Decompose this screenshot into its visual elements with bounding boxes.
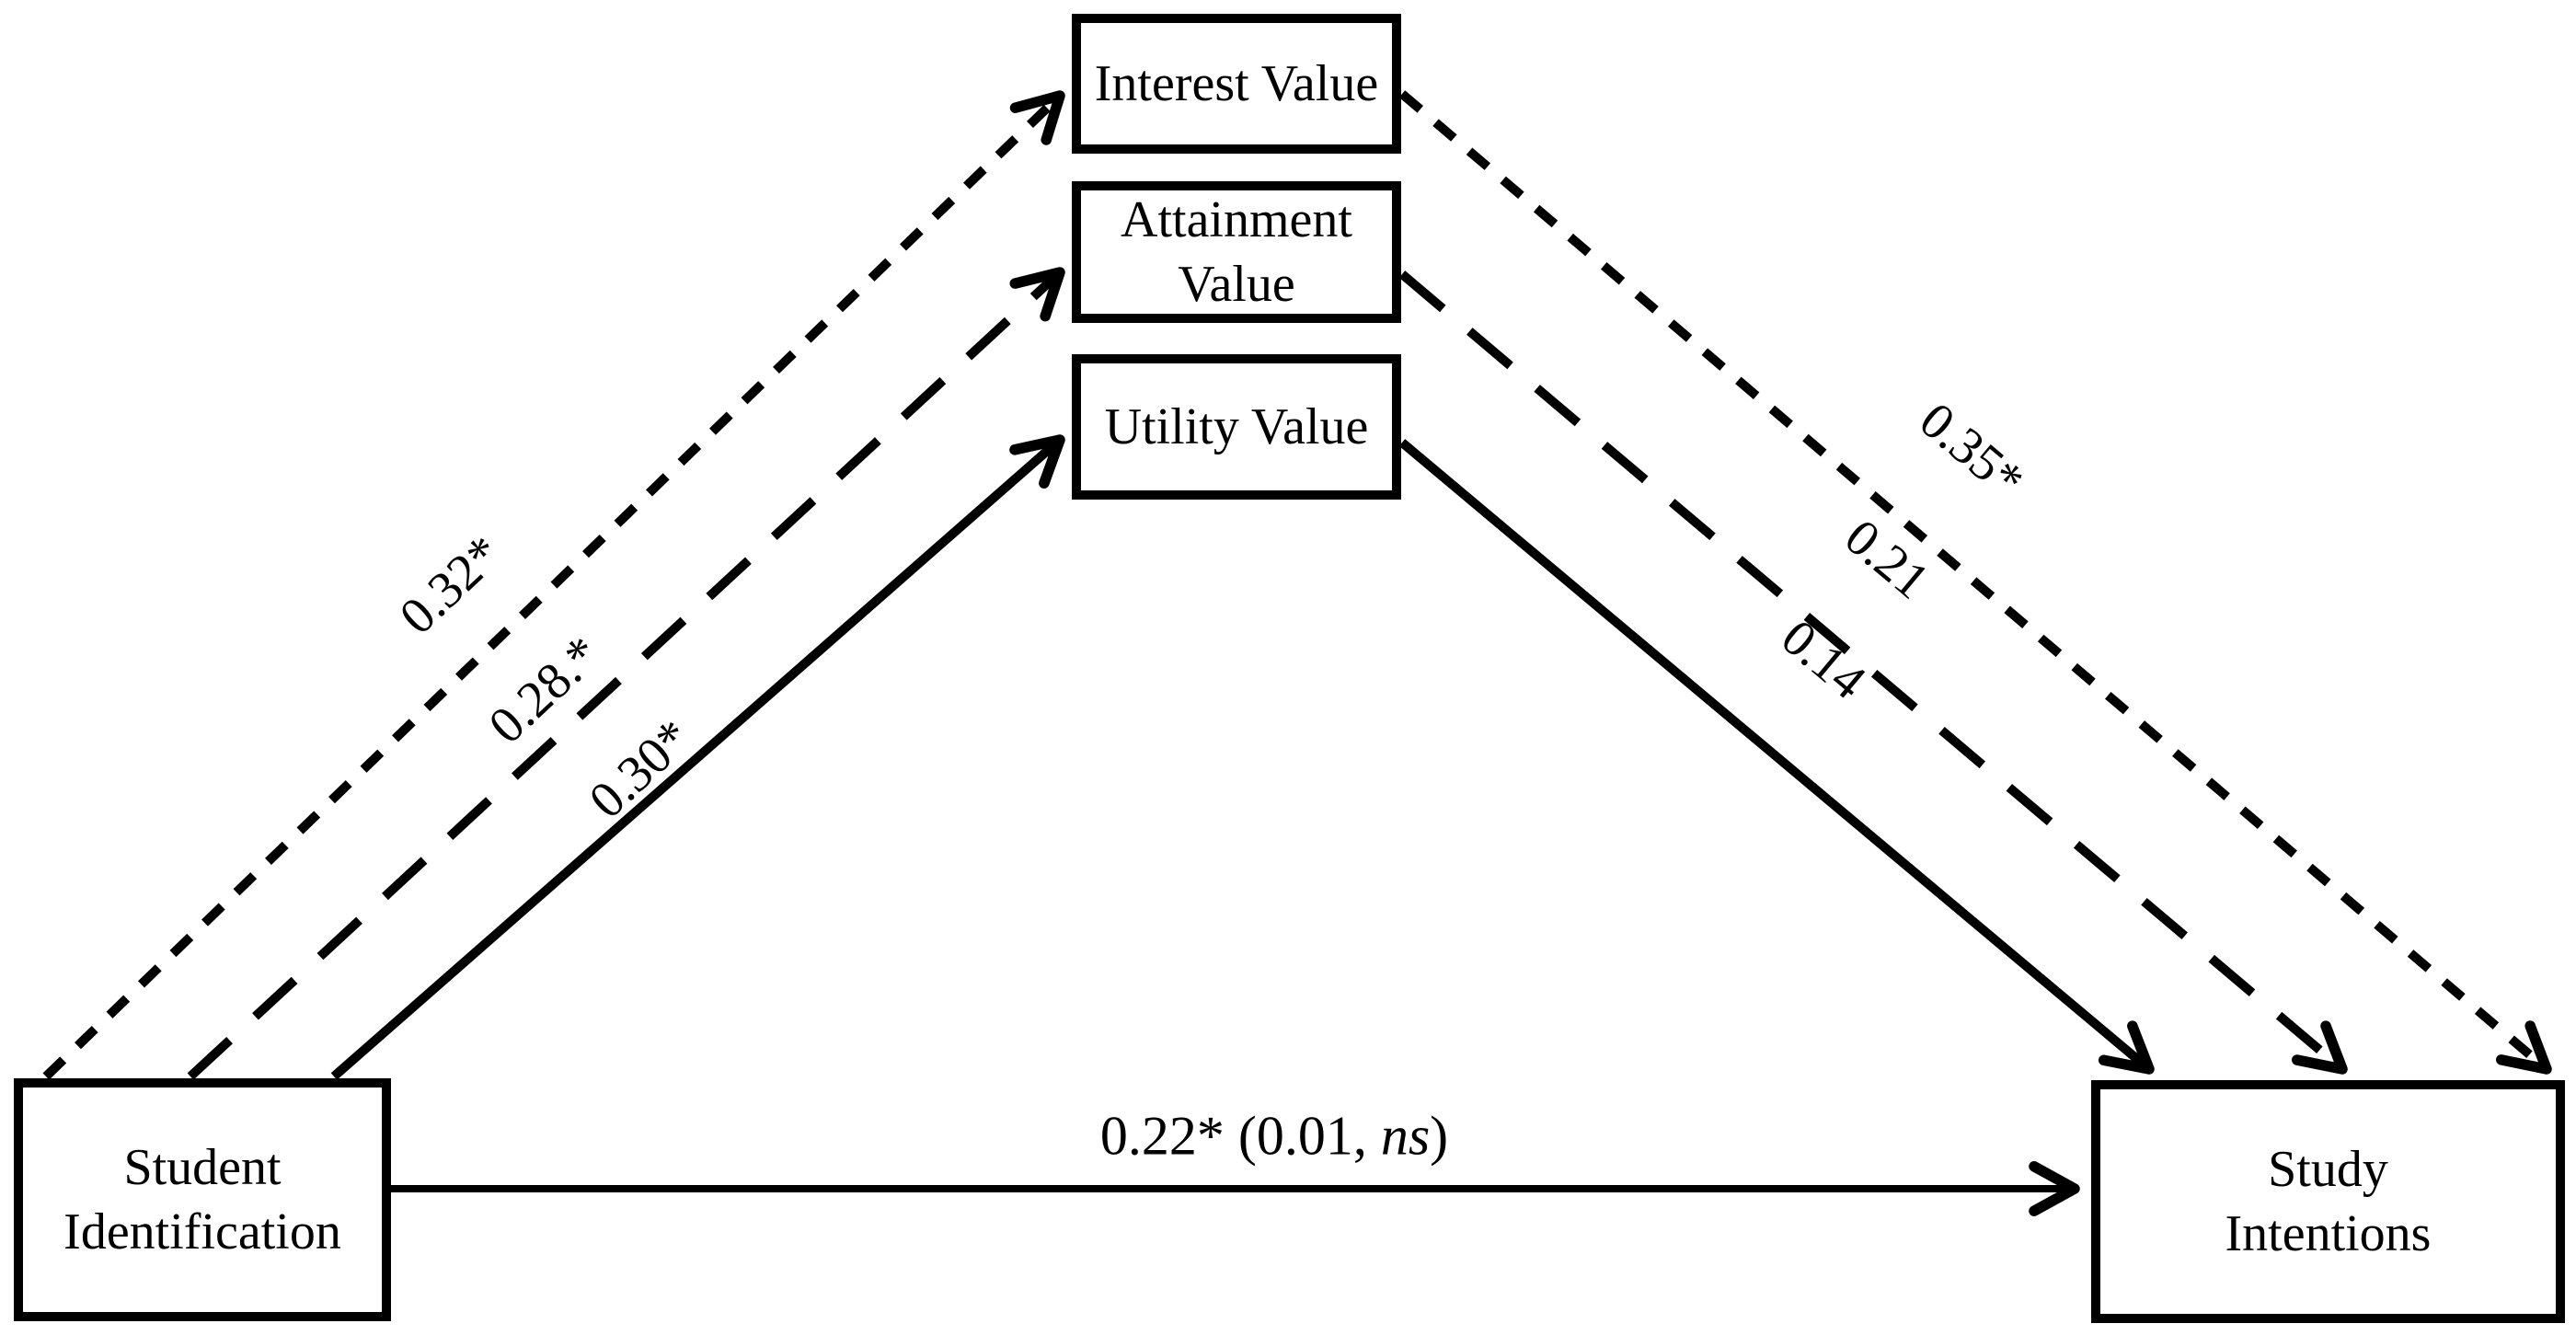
path-b-attainment-dashed (1398, 270, 2348, 1075)
node-study-intentions-label-line1: Study (2268, 1141, 2388, 1198)
path-a-utility-solid (330, 434, 1065, 1080)
node-study-intentions: Study Intentions (2091, 1080, 2565, 1323)
coef-direct-ns: ns (1380, 1105, 1431, 1167)
node-utility-value-label: Utility Value (1104, 398, 1369, 455)
node-interest-value: Interest Value (1072, 14, 1401, 154)
path-a-attainment-dashed (187, 267, 1065, 1080)
coef-direct-suffix: ) (1430, 1105, 1449, 1167)
path-b-interest-dotted (1398, 90, 2552, 1075)
node-student-identification: Student Identification (14, 1078, 391, 1321)
node-interest-value-label: Interest Value (1094, 55, 1379, 112)
node-student-identification-label-line1: Student (123, 1139, 282, 1196)
node-attainment-value-label: Attainment Value (1121, 191, 1352, 313)
coef-direct-effect: 0.22* (0.01, ns) (1100, 1105, 1448, 1168)
path-a-interest-dotted (42, 90, 1065, 1080)
node-study-intentions-label-line2: Intentions (2225, 1205, 2432, 1262)
node-utility-value: Utility Value (1072, 354, 1401, 500)
path-b-utility-solid (1398, 439, 2155, 1075)
coef-direct-prefix: 0.22* (0.01, (1099, 1105, 1381, 1167)
node-attainment-value: Attainment Value (1072, 181, 1401, 323)
node-student-identification-label-line2: Identification (63, 1203, 341, 1260)
